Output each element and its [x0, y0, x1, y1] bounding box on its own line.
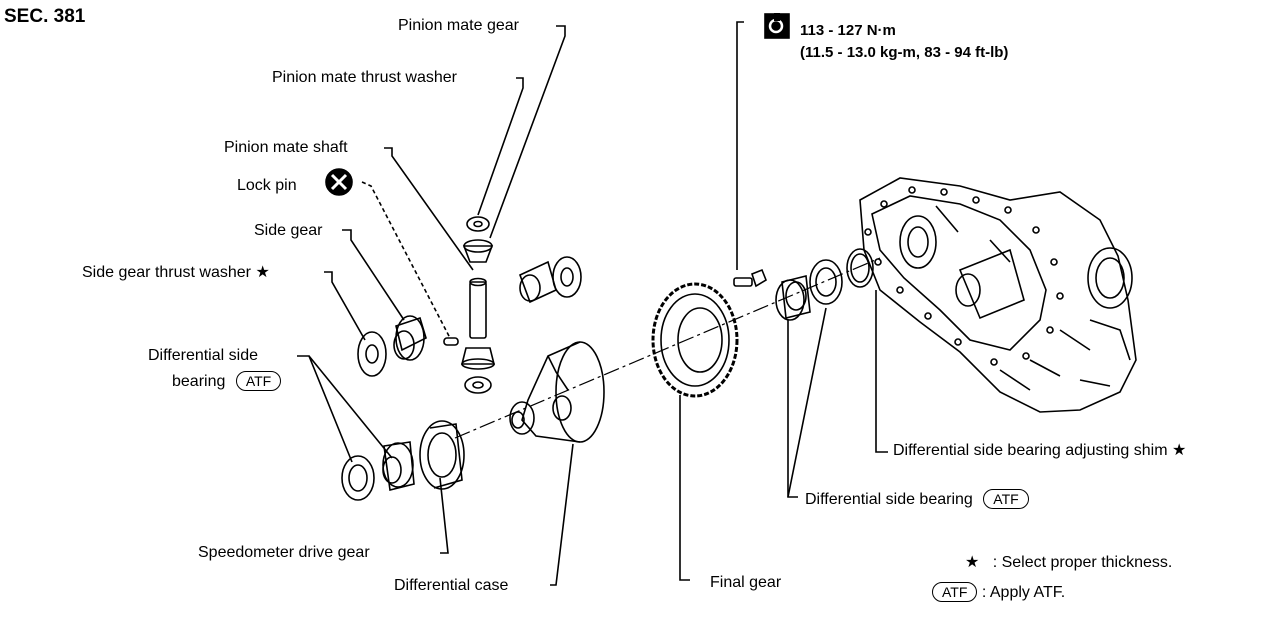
label-speedometer-drive-gear: Speedometer drive gear [198, 544, 370, 561]
label-diff-side-bearing-right-text: Differential side bearing [805, 491, 973, 508]
adjusting-shim-shape [846, 248, 874, 288]
label-pinion-mate-shaft: Pinion mate shaft [224, 139, 348, 156]
leader-adjusting-shim [875, 290, 888, 453]
lock-pin-do-not-reuse-icon [325, 168, 353, 196]
star-mark: ★ [1171, 442, 1187, 459]
label-adjusting-shim-text: Differential side bearing adjusting shim [893, 442, 1168, 459]
final-gear-bolt-shape [733, 268, 767, 288]
label-side-gear: Side gear [254, 222, 323, 239]
torque-spec-line1: 113 - 127 N·m [800, 22, 896, 39]
label-pinion-mate-gear: Pinion mate gear [398, 17, 519, 34]
diff-side-bearing-outer-race-right [809, 259, 843, 305]
atf-badge: ATF [983, 489, 1029, 509]
side-gear-thrust-washer-shape [357, 331, 387, 377]
label-lock-pin: Lock pin [237, 177, 297, 194]
leader-final-gear [679, 395, 690, 581]
leader-side-gear-thrust-washer [324, 271, 366, 341]
leader-pinion-mate-gear [489, 25, 566, 239]
final-gear-shape [651, 282, 739, 398]
side-gear-shape [393, 315, 427, 361]
torque-wrench-icon [764, 13, 790, 39]
leader-differential-case [550, 443, 574, 586]
leader-lock-pin [361, 181, 451, 339]
diff-side-bearing-right-shape [775, 275, 811, 321]
pinion-mate-gear-lower-shape [460, 347, 496, 365]
diff-side-bearing-left-shape [382, 441, 415, 491]
leader-torque-bolt [736, 21, 744, 270]
pinion-mate-thrust-washer-shape [466, 216, 490, 232]
leader-diff-side-bearing-left-b [308, 355, 393, 459]
label-pinion-mate-thrust-washer: Pinion mate thrust washer [272, 69, 457, 86]
label-side-gear-thrust-washer: Side gear thrust washer ★ [82, 264, 270, 282]
label-diff-side-bearing-left-text: bearing [172, 373, 226, 390]
pinion-mate-shaft-shape [469, 281, 487, 339]
diff-side-bearing-outer-race-left [341, 455, 375, 501]
torque-spec-line2: (11.5 - 13.0 kg-m, 83 - 94 ft-lb) [800, 44, 1009, 61]
label-diff-side-bearing-right: Differential side bearing ATF [805, 489, 1029, 509]
leader-diff-side-bearing-right-b [787, 307, 827, 498]
label-diff-side-bearing-left-line2: bearing ATF [172, 371, 282, 391]
leader-pinion-mate-shaft [384, 147, 474, 271]
label-adjusting-shim: Differential side bearing adjusting shim… [893, 442, 1186, 460]
legend-star-symbol: ★ [965, 554, 980, 571]
label-side-gear-thrust-washer-text: Side gear thrust washer [82, 264, 251, 281]
lock-pin-shape [443, 337, 459, 346]
leader-speedometer-drive-gear [439, 477, 449, 554]
legend-star: ★ : Select proper thickness. [965, 552, 1172, 572]
label-differential-case: Differential case [394, 577, 509, 594]
star-mark: ★ [255, 264, 270, 281]
legend-atf: ATF : Apply ATF. [932, 582, 1065, 602]
leader-pinion-mate-thrust-washer [477, 77, 524, 216]
section-number: SEC. 381 [4, 6, 86, 27]
legend-atf-badge: ATF [932, 582, 978, 602]
leader-side-gear [342, 229, 405, 321]
leader-diff-side-bearing-left-a [297, 355, 353, 463]
transaxle-housing-shape [859, 177, 1137, 413]
label-final-gear: Final gear [710, 574, 782, 591]
pinion-mate-washer-lower-shape [464, 376, 492, 394]
side-gear-right-shape [518, 256, 582, 304]
legend-star-text: : Select proper thickness. [992, 554, 1173, 571]
differential-case-shape [509, 341, 605, 443]
label-diff-side-bearing-left-line1: Differential side [148, 347, 258, 364]
atf-badge: ATF [235, 371, 282, 391]
pinion-mate-gear-shape [462, 245, 494, 263]
legend-atf-text: : Apply ATF. [981, 584, 1066, 601]
torque-spec: 113 - 127 N·m (11.5 - 13.0 kg-m, 83 - 94… [800, 20, 1008, 64]
speedometer-drive-gear-shape [419, 420, 465, 490]
